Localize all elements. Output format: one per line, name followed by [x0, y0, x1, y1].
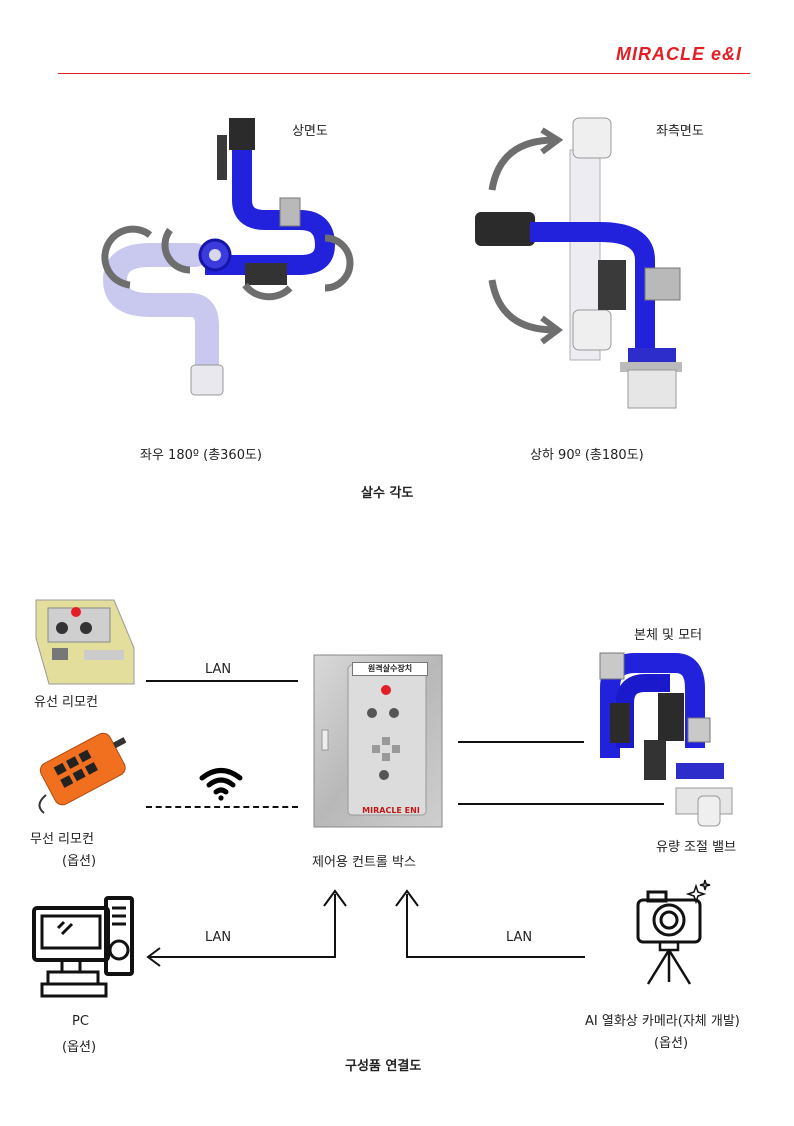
- thermal-camera-option: (옵션): [654, 1036, 689, 1051]
- brand-logo: MIRACLE e&I: [615, 44, 742, 64]
- lan-label-pc: LAN: [205, 930, 232, 945]
- top-view-illustration: [101, 118, 354, 396]
- pc-option: (옵션): [62, 1040, 97, 1055]
- cannon-body-image: [599, 652, 733, 827]
- side-view-illustration: [475, 117, 682, 409]
- control-box-image: [313, 654, 443, 828]
- wired-remote-image: [35, 599, 135, 685]
- pc-label: PC: [72, 1014, 89, 1029]
- pc-icon: [32, 896, 134, 998]
- wifi-icon: [199, 768, 243, 801]
- spray-angle-title: 살수 각도: [361, 486, 414, 501]
- flow-valve-label: 유량 조절 밸브: [656, 840, 737, 855]
- left-right-rotation-caption: 좌우 180º (총360도): [140, 448, 262, 463]
- control-line-motor: [458, 741, 584, 743]
- control-box-panel-title: 원격살수장치: [352, 662, 428, 676]
- lan-line-remote: [146, 680, 298, 682]
- control-box-brand: MIRACLE ENI: [362, 806, 420, 815]
- connection-diagram-title: 구성품 연결도: [345, 1059, 422, 1074]
- lan-label-camera: LAN: [506, 930, 533, 945]
- wireless-remote-option: (옵션): [62, 854, 97, 869]
- body-motor-label: 본체 및 모터: [634, 628, 703, 643]
- thermal-camera-icon: [636, 879, 711, 985]
- left-view-label: 좌측면도: [656, 124, 704, 139]
- control-line-valve: [458, 803, 664, 805]
- thermal-camera-label: AI 열화상 카메라(자체 개발): [585, 1014, 740, 1029]
- header-divider: [58, 73, 750, 74]
- control-box-label: 제어용 컨트롤 박스: [312, 855, 416, 870]
- wired-remote-label: 유선 리모컨: [34, 695, 98, 710]
- up-down-rotation-caption: 상하 90º (총180도): [530, 448, 644, 463]
- top-view-label: 상면도: [292, 124, 328, 139]
- lan-label-remote: LAN: [205, 662, 232, 677]
- wireless-remote-label: 무선 리모컨: [30, 832, 94, 847]
- wireless-link-line: [146, 806, 298, 808]
- wireless-remote-image: [38, 732, 127, 814]
